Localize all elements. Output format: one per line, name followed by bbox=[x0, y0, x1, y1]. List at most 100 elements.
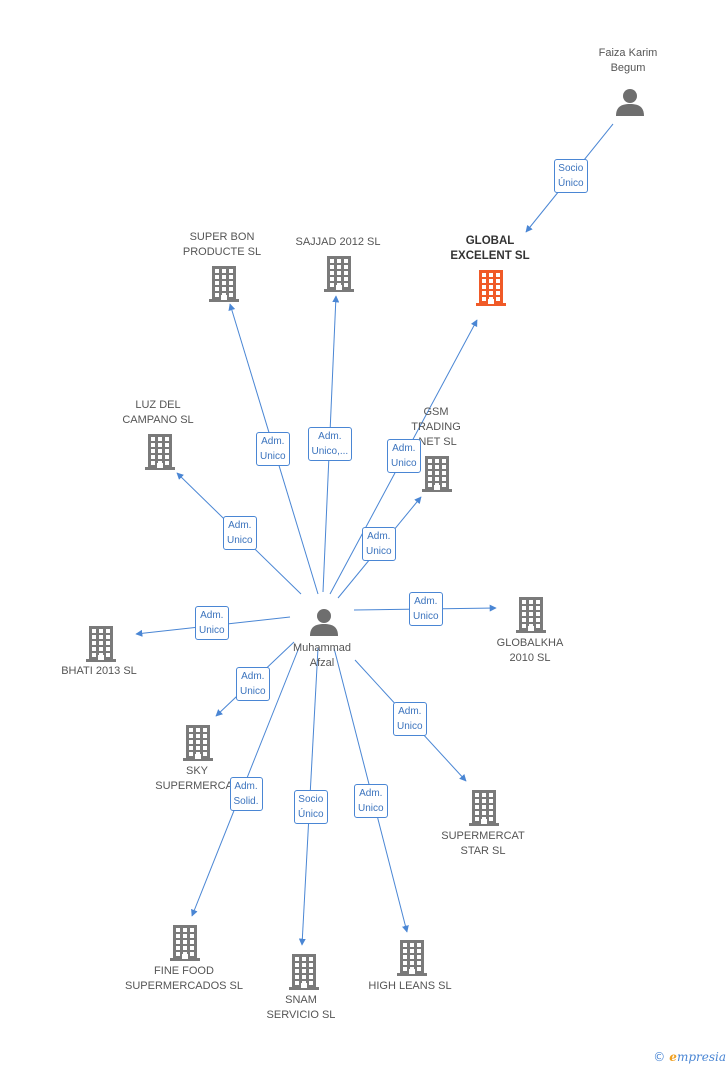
node-label-line: SUPER BON bbox=[189, 231, 255, 243]
empresia-logo[interactable]: ©empresia bbox=[653, 1050, 726, 1064]
snam-icon-wrap[interactable] bbox=[287, 953, 321, 991]
edge-label-line: Unico bbox=[397, 721, 423, 732]
edge-label-line: Socio bbox=[558, 163, 584, 174]
node-label-snam[interactable]: SNAM SERVICIO SL bbox=[226, 993, 376, 1023]
node-label-global[interactable]: GLOBAL EXCELENT SL bbox=[415, 234, 565, 264]
building-icon bbox=[183, 725, 213, 761]
node-label-line: SNAM bbox=[285, 994, 317, 1006]
edge-label-line: Unico bbox=[366, 546, 392, 557]
node-label-line: GLOBAL bbox=[465, 235, 515, 247]
node-label-line: Muhammad bbox=[292, 642, 352, 654]
edge-label-muhammad-to-globalkha[interactable]: Adm. Unico bbox=[409, 592, 443, 626]
person-icon bbox=[616, 89, 644, 116]
edge-label-muhammad-to-superbon[interactable]: Adm.Unico bbox=[256, 432, 290, 466]
edge-label-muhammad-to-sajjad[interactable]: Adm.Unico,... bbox=[307, 427, 353, 461]
node-label-line: SAJJAD 2012 SL bbox=[295, 236, 381, 248]
edge-label-line: Unico bbox=[413, 611, 439, 622]
edge-label-line: Adm. bbox=[367, 531, 391, 542]
building-icon bbox=[324, 256, 354, 292]
node-label-line: .NET SL bbox=[415, 436, 457, 448]
edge-label-line: Único bbox=[298, 809, 324, 820]
edge-label-line: Adm. bbox=[318, 431, 342, 442]
superbon-icon-wrap[interactable] bbox=[207, 265, 241, 303]
edge-label-line: Socio bbox=[298, 794, 324, 805]
node-label-line: SUPERMERCADOS SL bbox=[125, 980, 243, 992]
edge-label-muhammad-to-superstar[interactable]: Adm. Unico bbox=[393, 702, 427, 736]
edge-label-muhammad-to-sky[interactable]: Adm.Unico bbox=[236, 667, 270, 701]
node-label-bhati[interactable]: BHATI 2013 SL bbox=[24, 664, 174, 679]
node-label-line: LUZ DEL bbox=[135, 399, 181, 411]
node-label-line: PRODUCTE SL bbox=[182, 246, 262, 258]
edge-label-line: Adm. bbox=[414, 596, 438, 607]
node-label-line: SERVICIO SL bbox=[266, 1009, 336, 1021]
edge-label-line: Unico bbox=[199, 625, 225, 636]
edge-label-line: Adm. bbox=[398, 706, 422, 717]
bhati-icon-wrap[interactable] bbox=[84, 625, 118, 663]
edge-label-line: Unico bbox=[260, 451, 286, 462]
node-label-line: HIGH LEANS SL bbox=[368, 980, 452, 992]
edge-label-muhammad-to-gsm[interactable]: Adm. Unico bbox=[362, 527, 396, 561]
node-label-finefood[interactable]: FINE FOOD SUPERMERCADOS SL bbox=[109, 964, 259, 994]
globalkha-icon-wrap[interactable] bbox=[514, 596, 548, 634]
edge-label-line: Adm. bbox=[234, 781, 258, 792]
edge-label-muhammad-to-finefood[interactable]: Adm. Solid. bbox=[229, 777, 263, 811]
edge-label-line: Adm. bbox=[359, 788, 383, 799]
edge-label-line: Solid. bbox=[233, 796, 259, 807]
luz-icon-wrap[interactable] bbox=[143, 433, 177, 471]
edge-label-line: Adm. bbox=[228, 520, 252, 531]
muhammad-icon-wrap[interactable] bbox=[309, 607, 339, 637]
node-label-line: 2010 SL bbox=[509, 652, 551, 664]
faiza-icon-wrap[interactable] bbox=[615, 87, 645, 117]
sajjad-icon-wrap[interactable] bbox=[322, 255, 356, 293]
building-icon bbox=[86, 626, 116, 662]
node-label-line: TRADING bbox=[411, 421, 461, 433]
edge-label-line: Adm. bbox=[200, 610, 224, 621]
node-label-line: Afzal bbox=[309, 657, 335, 669]
building-icon bbox=[469, 790, 499, 826]
highleans-icon-wrap[interactable] bbox=[395, 939, 429, 977]
node-label-line: SUPERMERCAT bbox=[441, 830, 525, 842]
building-icon bbox=[209, 266, 239, 302]
node-label-line: SUPERMERCAT bbox=[155, 780, 239, 792]
building-icon bbox=[516, 597, 546, 633]
node-label-line: GLOBALKHA bbox=[496, 637, 564, 649]
node-label-line: BHATI 2013 SL bbox=[61, 665, 137, 677]
logo-initial: e bbox=[669, 1050, 677, 1064]
edge-label-line: Adm. bbox=[241, 671, 265, 682]
node-label-line: EXCELENT SL bbox=[450, 250, 530, 262]
node-label-line: Faiza Karim bbox=[598, 47, 658, 59]
node-label-line: GSM bbox=[423, 406, 449, 418]
finefood-icon-wrap[interactable] bbox=[168, 924, 202, 962]
building-icon bbox=[170, 925, 200, 961]
building-icon bbox=[289, 954, 319, 990]
edge-label-line: Unico bbox=[227, 535, 253, 546]
node-label-globalkha[interactable]: GLOBALKHA 2010 SL bbox=[455, 636, 605, 666]
edge-label-muhammad-to-highleans[interactable]: Adm.Unico bbox=[354, 784, 388, 818]
node-label-sajjad[interactable]: SAJJAD 2012 SL bbox=[263, 235, 413, 250]
node-label-highleans[interactable]: HIGH LEANS SL bbox=[335, 979, 485, 994]
edge-label-muhammad-to-global[interactable]: Adm. Unico bbox=[387, 439, 421, 473]
node-label-line: FINE FOOD bbox=[154, 965, 214, 977]
gsm-icon-wrap[interactable] bbox=[420, 455, 454, 493]
sky-icon-wrap[interactable] bbox=[181, 724, 215, 762]
node-label-line: CAMPANO SL bbox=[122, 414, 194, 426]
edge-label-line: Adm. bbox=[392, 443, 416, 454]
building-icon bbox=[422, 456, 452, 492]
node-label-superbon[interactable]: SUPER BON PRODUCTE SL bbox=[147, 230, 297, 260]
edge-label-line: Unico bbox=[391, 458, 417, 469]
edge-label-muhammad-to-luz[interactable]: Adm. Unico bbox=[223, 516, 257, 550]
superstar-icon-wrap[interactable] bbox=[467, 789, 501, 827]
node-label-luz[interactable]: LUZ DEL CAMPANO SL bbox=[83, 398, 233, 428]
node-label-line: Begum bbox=[610, 62, 646, 74]
node-label-gsm[interactable]: GSM TRADING .NET SL bbox=[361, 405, 511, 450]
edge-label-muhammad-to-bhati[interactable]: Adm. Unico bbox=[195, 606, 229, 640]
global-icon-wrap[interactable] bbox=[474, 269, 508, 307]
edge-label-line: Único bbox=[558, 178, 584, 189]
